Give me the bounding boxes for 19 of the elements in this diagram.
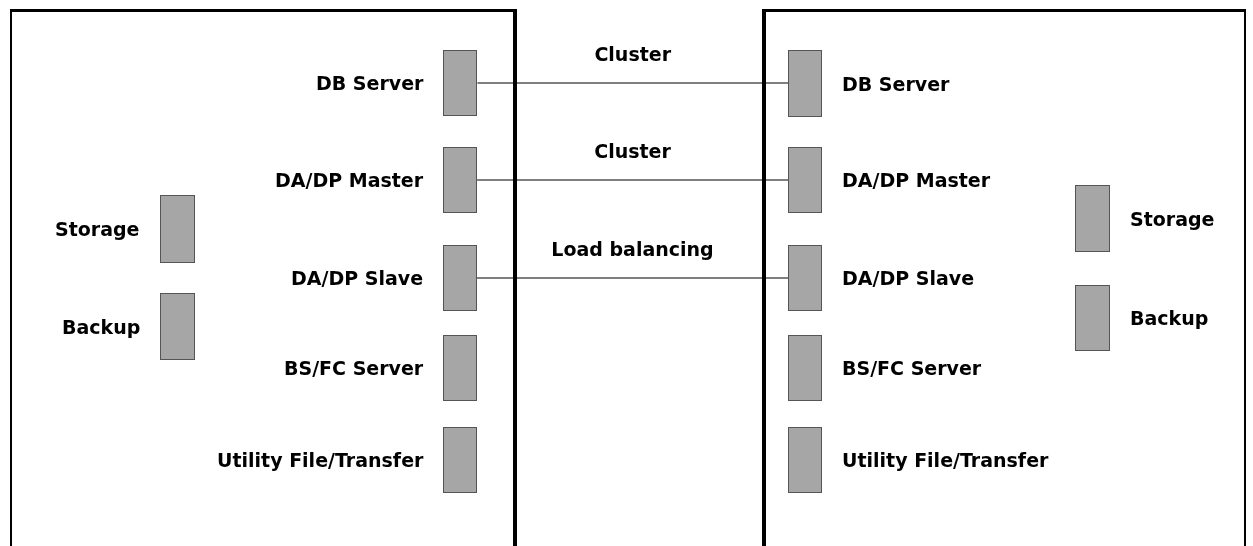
server-label: Utility File/Transfer: [217, 449, 424, 471]
server-label: Storage: [55, 218, 140, 240]
server-label: DB Server: [842, 72, 950, 95]
server-label: DA/DP Slave: [291, 267, 424, 289]
site-frame: [10, 9, 517, 546]
server-label: Storage: [1130, 207, 1215, 230]
server-label: BS/FC Server: [842, 357, 982, 379]
server-label: Backup: [62, 315, 141, 338]
server-label: DA/DP Master: [275, 169, 424, 191]
server-label: DA/DP Master: [842, 169, 991, 191]
server-label: DB Server: [316, 72, 424, 94]
connector-line: [476, 82, 789, 84]
connector-line: [476, 277, 789, 279]
server-label: BS/FC Server: [284, 357, 424, 379]
server-label: DA/DP Slave: [842, 267, 975, 289]
connector-line: [476, 179, 789, 181]
server-label: Utility File/Transfer: [842, 449, 1049, 471]
site-frame: [762, 9, 1246, 546]
server-label: Backup: [1130, 307, 1209, 329]
